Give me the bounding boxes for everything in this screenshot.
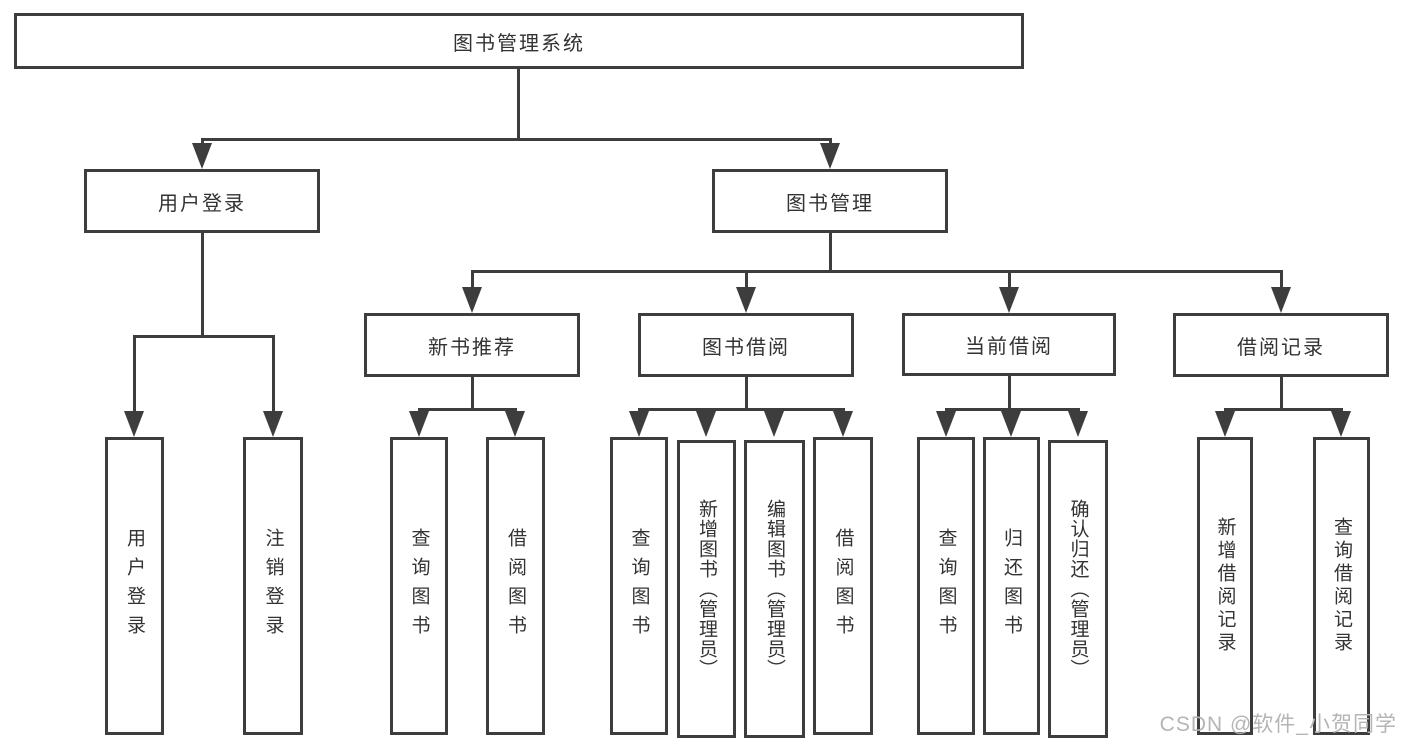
node-new-book-recommend: 新书推荐 (364, 313, 580, 377)
leaf-confirm-return-admin: 确认归还（管理员） (1048, 440, 1108, 738)
connector-bookmgmt-stem (829, 233, 832, 272)
connector-bookmgmt-drop1 (471, 270, 474, 289)
arrow-to-current-borrow (999, 287, 1019, 313)
leaf-query-books-borrow: 查询图书 (610, 437, 668, 735)
node-user-login: 用户登录 (84, 169, 320, 233)
arrow-to-book-borrow (736, 287, 756, 313)
arrow-current-leaf3 (1068, 411, 1088, 437)
node-book-borrow: 图书借阅 (638, 313, 854, 377)
arrow-borrow-leaf3 (764, 411, 784, 437)
leaf-return-books: 归还图书 (983, 437, 1040, 735)
node-current-borrow: 当前借阅 (902, 313, 1116, 376)
node-borrow-records: 借阅记录 (1173, 313, 1389, 377)
arrow-current-leaf2 (1001, 411, 1021, 437)
arrow-to-leaf-logout (263, 411, 283, 437)
connector-bookmgmt-drop4 (1280, 270, 1283, 289)
connector-rec-stem (471, 377, 474, 411)
leaf-query-borrow-record: 查询借阅记录 (1313, 437, 1370, 735)
connector-user-drop1 (133, 335, 136, 413)
connector-user-drop2 (272, 335, 275, 413)
connector-current-split (945, 408, 1080, 411)
connector-borrow-stem (745, 377, 748, 411)
leaf-borrow-books: 借阅图书 (813, 437, 873, 735)
arrow-borrow-leaf2 (696, 411, 716, 437)
leaf-query-books-current: 查询图书 (917, 437, 975, 735)
leaf-add-books-admin: 新增图书（管理员） (677, 440, 736, 738)
arrow-rec-leaf2 (505, 411, 525, 437)
connector-user-split (133, 335, 274, 338)
arrow-records-leaf2 (1331, 411, 1351, 437)
connector-current-stem (1008, 376, 1011, 411)
connector-root-split (201, 138, 831, 141)
connector-root-stem (517, 69, 520, 141)
arrow-borrow-leaf4 (833, 411, 853, 437)
arrow-current-leaf1 (936, 411, 956, 437)
connector-bookmgmt-drop3 (1008, 270, 1011, 289)
connector-bookmgmt-drop2 (745, 270, 748, 289)
leaf-add-borrow-record: 新增借阅记录 (1197, 437, 1253, 735)
arrow-to-user-login (192, 143, 212, 169)
leaf-borrow-books-recommend: 借阅图书 (486, 437, 545, 735)
arrow-to-new-book-recommend (462, 287, 482, 313)
connector-bookmgmt-split (471, 270, 1283, 273)
arrow-to-borrow-records (1271, 287, 1291, 313)
watermark: CSDN @软件_小贺同学 (1159, 713, 1397, 736)
connector-records-split (1224, 408, 1343, 411)
node-root: 图书管理系统 (14, 13, 1024, 69)
leaf-query-books-recommend: 查询图书 (390, 437, 448, 735)
connector-user-stem (201, 233, 204, 337)
arrow-borrow-leaf1 (629, 411, 649, 437)
leaf-logout: 注销登录 (243, 437, 303, 735)
connector-root-right-drop (829, 138, 832, 145)
arrow-rec-leaf1 (409, 411, 429, 437)
connector-rec-split (418, 408, 517, 411)
node-book-management: 图书管理 (712, 169, 948, 233)
connector-borrow-split (638, 408, 845, 411)
arrow-records-leaf1 (1215, 411, 1235, 437)
arrow-to-leaf-user-login (124, 411, 144, 437)
leaf-edit-books-admin: 编辑图书（管理员） (744, 440, 805, 738)
connector-root-left-drop (201, 138, 204, 145)
arrow-to-book-management (820, 143, 840, 169)
leaf-user-login: 用户登录 (105, 437, 164, 735)
connector-records-stem (1280, 377, 1283, 411)
